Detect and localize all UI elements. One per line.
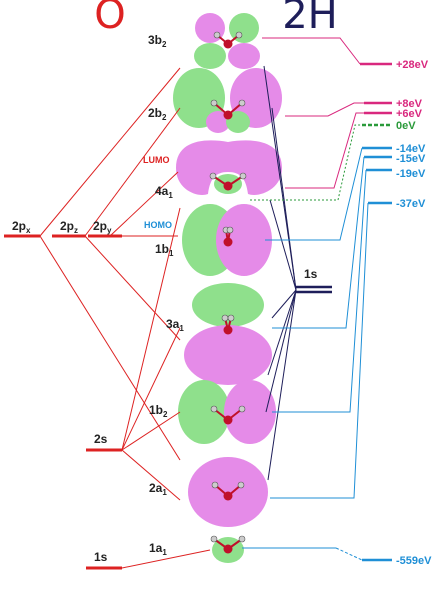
energy-label-2b2: +8eV [396, 98, 423, 110]
mo-label-4a1: 4a1 [155, 184, 173, 200]
mo-label-1b2: 1b2 [149, 403, 168, 419]
energy-label-4a1: +6eV [396, 108, 423, 120]
orbital-2b2-image [173, 68, 282, 133]
oxygen-level-bars [4, 234, 122, 570]
energy-label-1a1: -559eV [396, 555, 432, 567]
energy-connector-lines [242, 37, 369, 561]
mo-label-3a1: 3a1 [166, 317, 184, 333]
mo-labels: 3b2 2b2 4a1 1b1 3a1 1b2 2a1 1a1 [148, 33, 184, 557]
orbital-3b2-image [194, 13, 260, 69]
molecule-3a1 [221, 314, 235, 335]
orbital-images [173, 13, 282, 563]
o-level-1s: 1s [94, 550, 108, 564]
molecule-3b2 [213, 31, 243, 49]
orbital-1b2-image [178, 380, 276, 444]
energy-ticks [360, 62, 392, 562]
molecule-4a1 [209, 172, 247, 191]
o-level-2px: 2px [12, 219, 31, 235]
molecule-2b2 [210, 99, 246, 120]
molecule-1b2 [210, 405, 246, 425]
mo-label-2b2: 2b2 [148, 106, 167, 122]
oxygen-correlation-lines [39, 67, 211, 569]
oxygen-level-labels: 2px 2pz 2py 2s 1s [12, 219, 112, 564]
o-level-2s: 2s [94, 432, 108, 446]
molecule-2a1 [211, 481, 245, 501]
mo-label-3b2: 3b2 [148, 33, 167, 49]
energy-label-3b2: +28eV [396, 59, 429, 71]
o-level-2py: 2py [93, 219, 112, 235]
water-molecule-icons [209, 31, 247, 554]
orbital-3a1-image [184, 283, 272, 385]
molecule-1a1 [210, 535, 246, 554]
oxygen-header: O [94, 0, 125, 38]
energy-labels: +28eV +8eV +6eV 0eV -14eV -15eV -19eV -3… [396, 59, 432, 567]
energy-label-1b2: -19eV [396, 168, 426, 180]
hydrogen-header: 2H [282, 0, 338, 38]
orbital-1b1-image [182, 204, 272, 276]
o-level-2pz: 2pz [60, 219, 78, 235]
hydrogen-level-bars [296, 285, 332, 294]
energy-label-zero: 0eV [396, 120, 416, 132]
energy-label-2a1: -37eV [396, 198, 426, 210]
orbital-4a1-image [176, 140, 282, 195]
molecule-1b1 [222, 226, 234, 247]
hydrogen-correlation-lines [263, 65, 297, 481]
energy-label-1b1: -14eV [396, 143, 426, 155]
mo-label-1b1: 1b1 [155, 242, 174, 258]
h-level-1s: 1s [304, 267, 318, 281]
energy-label-3a1: -15eV [396, 153, 426, 165]
mo-label-1a1: 1a1 [149, 541, 167, 557]
lumo-label: LUMO [143, 155, 170, 165]
mo-label-2a1: 2a1 [149, 481, 167, 497]
homo-label: HOMO [144, 220, 172, 230]
